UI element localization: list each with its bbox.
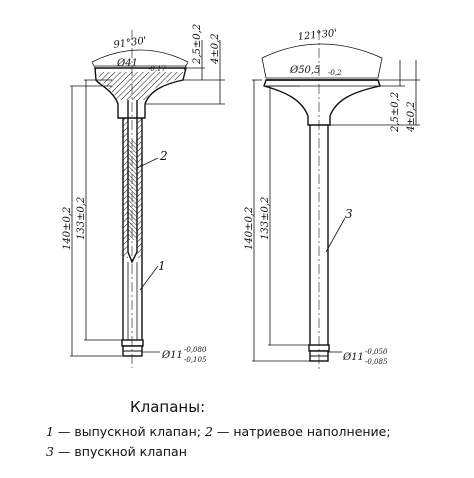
right-angle-label: 121°30': [297, 28, 337, 43]
right-stem-length: 133±0,2: [260, 197, 271, 240]
right-head-height: 4±0,2: [406, 101, 417, 133]
left-diameter-tolerance: -0,17: [148, 65, 166, 73]
right-seat-height: 2,5±0,2: [390, 92, 401, 133]
caption-num-3: 3: [46, 444, 54, 459]
left-total-length: 140±0,2: [62, 207, 73, 250]
caption-text-2: — натриевое наполнение;: [212, 424, 391, 439]
left-stem-tol-upper: -0,080: [184, 346, 207, 354]
right-valve-head: [263, 79, 381, 126]
caption-line-2: 3 — впускной клапан: [46, 444, 187, 459]
left-head-height: 4±0,2: [210, 33, 221, 65]
caption-text-1: — выпускной клапан;: [53, 424, 205, 439]
left-stem-diameter: Ø11: [161, 350, 183, 361]
caption-text-3: — впускной клапан: [53, 444, 187, 459]
callout-2: 2: [159, 149, 168, 163]
caption-line-1: 1 — выпускной клапан; 2 — натриевое напо…: [46, 424, 391, 439]
left-valve-dimensions: [70, 40, 225, 357]
caption-num-2: 2: [204, 424, 213, 439]
left-valve: [94, 30, 187, 368]
right-valve: [263, 30, 381, 370]
callout-1: 1: [158, 259, 166, 273]
callout-3: 3: [345, 207, 353, 221]
right-stem-tol-upper: -0,050: [365, 348, 388, 356]
left-diameter-label: Ø41: [116, 58, 138, 69]
right-valve-dimensions: [252, 43, 420, 362]
left-stem-tol-lower: -0,105: [184, 356, 207, 364]
right-diameter-tolerance: -0,2: [328, 69, 342, 77]
left-stem-length: 133±0,2: [76, 197, 87, 240]
right-diameter-label: Ø50,5: [289, 65, 320, 76]
left-angle-label: 91°30': [113, 35, 147, 51]
caption-title: Клапаны:: [130, 398, 206, 416]
right-stem-diameter: Ø11: [342, 352, 364, 363]
left-seat-height: 2,5±0,2: [192, 24, 203, 65]
right-stem-tol-lower: -0,085: [365, 358, 388, 366]
caption-num-1: 1: [46, 424, 54, 439]
right-total-length: 140±0,2: [244, 207, 255, 250]
